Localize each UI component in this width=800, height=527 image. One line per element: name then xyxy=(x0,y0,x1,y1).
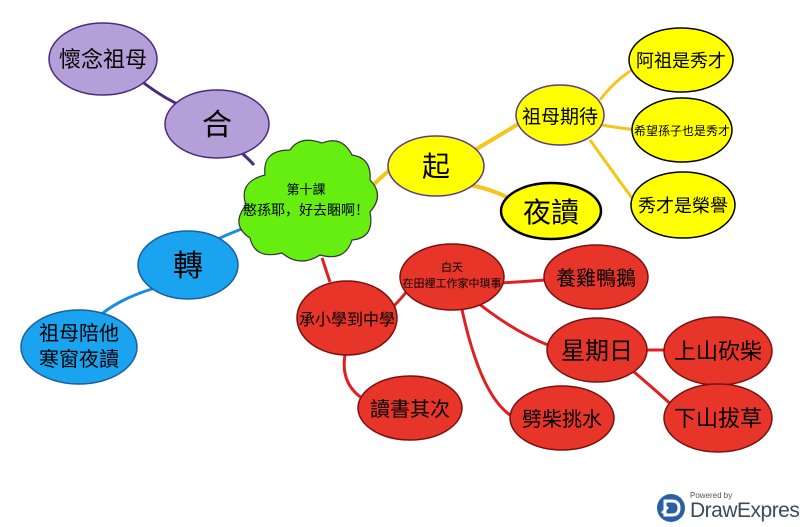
node-pichai[interactable] xyxy=(509,385,615,451)
node-xingqiri[interactable] xyxy=(546,317,648,383)
node-yangji-label: 養雞鴨鵝 xyxy=(556,266,636,290)
node-dushu[interactable] xyxy=(357,375,463,441)
center-cloud[interactable] xyxy=(238,139,379,262)
edge-baitian-pichai xyxy=(458,299,516,420)
node-yedu-label: 夜讀 xyxy=(523,196,579,229)
node-cheng[interactable] xyxy=(296,280,398,356)
node-xiwang[interactable] xyxy=(631,97,733,163)
edge-center-cheng xyxy=(320,257,332,283)
node-azu-label: 阿祖是秀才 xyxy=(636,51,726,72)
node-xiwang-label: 希望孫子也是秀才 xyxy=(634,123,730,138)
node-azu[interactable] xyxy=(628,27,734,93)
node-xingqiri-label: 星期日 xyxy=(561,337,633,365)
node-qi-label: 起 xyxy=(422,150,450,183)
drawexpress-watermark: Powered by DrawExpress xyxy=(656,491,800,525)
node-huainian-label: 懷念祖母 xyxy=(59,48,147,73)
node-dushu-label: 讀書其次 xyxy=(370,397,450,421)
node-xiucai-label: 秀才是榮譽 xyxy=(638,196,728,217)
edge-baitian-yangji xyxy=(497,278,546,285)
center-line1: 第十課 xyxy=(286,182,325,198)
node-he[interactable] xyxy=(164,89,270,159)
node-huainian[interactable] xyxy=(48,22,158,96)
edge-cheng-dushu xyxy=(342,354,366,402)
powered-by-label: Powered by xyxy=(690,491,733,500)
drawexpress-logo-icon xyxy=(657,494,685,522)
node-yedu[interactable] xyxy=(499,181,603,241)
node-baitian-label-1: 白天 xyxy=(441,260,463,274)
node-baitian-label-2: 在田裡工作家中瑣事 xyxy=(403,276,502,290)
edge-qidai-azu xyxy=(598,66,636,101)
node-yangji[interactable] xyxy=(543,244,649,310)
node-baitian[interactable] xyxy=(399,243,505,311)
node-zumu-peita-label-1: 祖母陪他 xyxy=(39,321,119,345)
node-xiucai[interactable] xyxy=(630,171,736,239)
node-zumu-peita-label-2: 寒窗夜讀 xyxy=(39,347,119,371)
node-qi[interactable] xyxy=(387,135,485,197)
node-xiashan[interactable] xyxy=(663,383,773,453)
node-pichai-label: 劈柴挑水 xyxy=(522,407,602,431)
drawexpress-wordmark: DrawExpress xyxy=(690,499,800,522)
node-zhuan-label: 轉 xyxy=(173,249,203,284)
edge-qidai-xiucai xyxy=(588,139,634,199)
node-zumu-qidai[interactable] xyxy=(515,84,605,146)
node-xiashan-label: 下山拔草 xyxy=(674,407,762,432)
node-cheng-label: 承小學到中學 xyxy=(299,310,395,329)
node-shangshan-label: 上山砍柴 xyxy=(674,340,762,365)
node-zhuan[interactable] xyxy=(137,230,239,300)
center-line2: 憨孫耶，好去睏啊！ xyxy=(243,203,369,219)
node-zumu-qidai-label: 祖母期待 xyxy=(522,106,598,128)
node-zumu-peita[interactable] xyxy=(20,309,138,385)
node-he-label: 合 xyxy=(202,108,232,143)
